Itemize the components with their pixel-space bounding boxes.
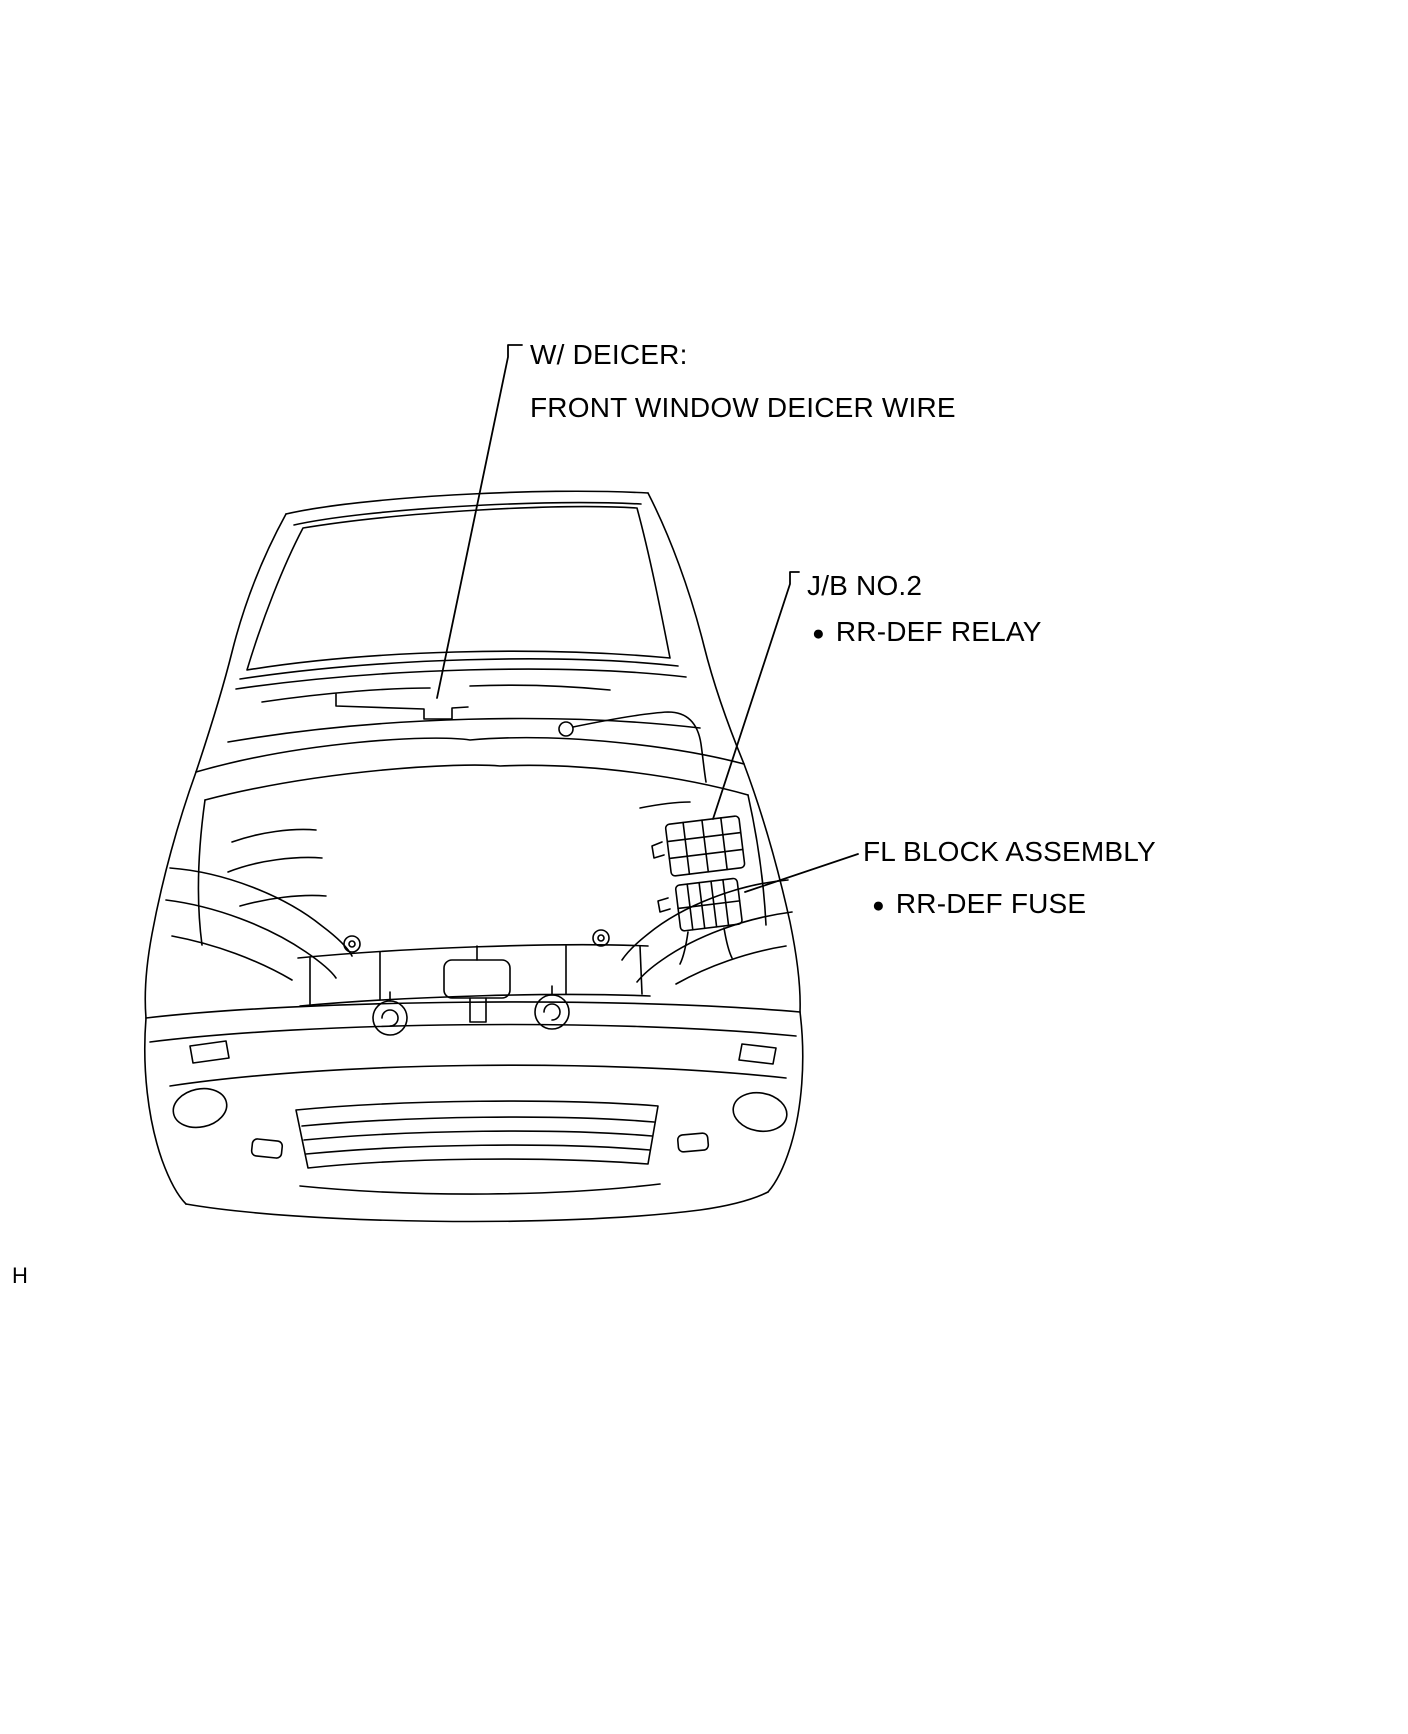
bolt-left-center [348, 940, 356, 948]
leader-line-deicer [436, 344, 523, 699]
left-a-pillar [195, 513, 287, 773]
deicer-wire-routing [572, 711, 707, 783]
hood-latch-tongue [469, 997, 487, 1023]
rr-def-relay-label: RR-DEF RELAY [835, 616, 1042, 647]
junction-block-title: J/B NO.2 [807, 570, 923, 601]
leader-line-junction-block [712, 571, 800, 820]
fog-lamp-left [172, 1087, 228, 1129]
fog-lamp-right [732, 1091, 788, 1133]
right-a-pillar [647, 492, 745, 765]
bolt-left [343, 935, 361, 953]
bumper-side-left [144, 1017, 187, 1205]
bolt-right [592, 929, 610, 947]
bay-left-wall [197, 799, 206, 946]
windshield-molding-2 [235, 668, 687, 690]
bay-top-line-1 [195, 736, 745, 773]
junction-block-no2 [664, 815, 746, 877]
bumper-crease [169, 1064, 787, 1087]
roof-inner-line [293, 501, 642, 526]
horn-left-spiral [381, 1009, 399, 1027]
grille-outline [295, 1100, 659, 1169]
junction-block-item: ● RR-DEF RELAY [812, 616, 1042, 648]
grille-slat-2 [303, 1130, 653, 1141]
bay-detail-3 [239, 894, 327, 907]
bay-detail-4 [639, 801, 691, 809]
grille-slat-3 [305, 1144, 651, 1155]
corner-marker-right [738, 1043, 777, 1065]
rad-support-bottom [299, 993, 651, 1007]
page-index-mark: H [12, 1263, 29, 1288]
bullet-icon: ● [872, 893, 885, 917]
bullet-icon: ● [812, 621, 825, 645]
hood-latch [443, 959, 511, 999]
deicer-condition-label: W/ DEICER: [530, 339, 688, 370]
tow-cap-left [250, 1138, 284, 1159]
headlight-right-1 [621, 879, 789, 961]
wire-grommet [558, 721, 574, 737]
bumper-top-1 [145, 1001, 801, 1019]
fl-block-item: ● RR-DEF FUSE [872, 888, 1087, 920]
windshield [246, 505, 671, 671]
bay-top-line-2 [204, 764, 749, 801]
bumper-top-2 [149, 1023, 797, 1043]
deicer-wire-bracket [335, 693, 469, 720]
horn-left [372, 1000, 408, 1036]
leader-lines [436, 344, 859, 893]
headlight-right-3 [675, 945, 787, 985]
rad-support-v2 [639, 945, 643, 995]
bumper-side-right [767, 1011, 804, 1193]
bay-detail-2 [227, 856, 323, 873]
bumper-bottom [185, 1191, 769, 1223]
jb-connector-stub-1 [651, 841, 665, 859]
horn-right-spiral [543, 1003, 561, 1021]
bay-detail-1 [231, 828, 317, 843]
jb-bracket-2 [723, 927, 733, 959]
bolt-right-center [597, 934, 605, 942]
windshield-molding-1 [239, 658, 679, 680]
fender-left [144, 771, 197, 1019]
grille-slat-1 [301, 1116, 655, 1127]
cowl-line-2 [469, 684, 611, 691]
fender-right [743, 763, 801, 1013]
tow-cap-right [676, 1132, 710, 1153]
rad-support-top [297, 943, 649, 959]
jb-connector-stub-2 [657, 897, 671, 913]
fl-block-assembly [674, 877, 743, 932]
rr-def-fuse-label: RR-DEF FUSE [895, 888, 1087, 919]
corner-marker-left [189, 1040, 230, 1064]
car-drawing [144, 490, 804, 1223]
cowl-line-1 [261, 687, 431, 703]
bay-right-wall [747, 794, 767, 926]
bumper-lower-lip [299, 1183, 661, 1195]
cowl-bottom-line [227, 717, 701, 743]
roof-outline [285, 490, 649, 515]
headlight-left-2 [165, 899, 337, 979]
headlight-right-2 [636, 911, 793, 983]
headlight-left-1 [169, 867, 353, 957]
headlight-left-3 [171, 935, 293, 981]
leader-line-fl-block [744, 853, 859, 893]
fl-block-title: FL BLOCK ASSEMBLY [863, 836, 1156, 867]
deicer-wire-label: FRONT WINDOW DEICER WIRE [530, 392, 956, 423]
jb-bracket-1 [679, 931, 689, 965]
